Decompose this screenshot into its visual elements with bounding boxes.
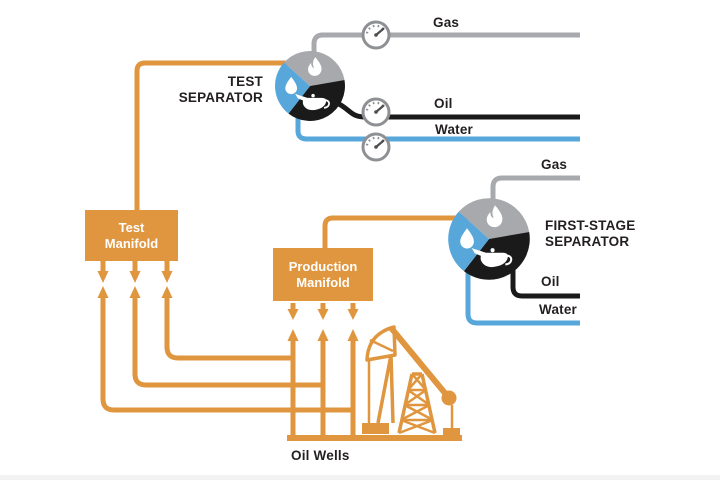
- first-stage-gas-line: [490, 175, 580, 212]
- test-gas-line: [311, 32, 580, 80]
- production-manifold-feed-pipe: [322, 215, 468, 250]
- first-stage-water-label: Water: [539, 302, 578, 317]
- test-oil-label: Oil: [434, 96, 453, 111]
- test-manifold-feed-pipe: [134, 60, 290, 212]
- gas-pressure-gauge-icon: [361, 20, 391, 50]
- counterweight: [441, 390, 457, 406]
- first-stage-separator-label: FIRST-STAGE SEPARATOR: [545, 218, 636, 249]
- test-manifold-valve-arrows: [97, 261, 173, 298]
- production-manifold-valve-arrows: [287, 303, 359, 341]
- test-gas-label: Gas: [433, 15, 460, 30]
- well-line-to-test-manifold-right: [164, 298, 291, 361]
- test-separator-icon: [274, 50, 346, 122]
- oil-pumpjack-icon: [362, 325, 460, 439]
- test-separator-label: TEST SEPARATOR: [178, 74, 263, 105]
- first-stage-oil-line: [510, 266, 580, 299]
- test-water-line: [295, 110, 580, 142]
- first-stage-separator-icon: [447, 197, 531, 281]
- image-bottom-edge: [0, 475, 720, 480]
- walking-beam: [389, 326, 452, 401]
- first-stage-separator-lines: [465, 175, 580, 326]
- test-water-label: Water: [435, 122, 474, 137]
- test-manifold-box: Test Manifold: [85, 210, 178, 261]
- orange-pipe-network: [97, 60, 468, 441]
- well-line-to-test-manifold-left: [100, 298, 351, 413]
- first-stage-gas-label: Gas: [541, 157, 568, 172]
- oil-wells-label: Oil Wells: [291, 448, 350, 463]
- horsehead: [365, 325, 397, 362]
- water-pressure-gauge-icon: [361, 132, 391, 162]
- well-line-to-test-manifold-middle: [132, 298, 321, 388]
- first-stage-water-line: [465, 270, 580, 326]
- oil-pressure-gauge-icon: [361, 97, 391, 127]
- first-stage-oil-label: Oil: [541, 274, 560, 289]
- sampson-post: [376, 354, 395, 424]
- production-manifold-box: Production Manifold: [273, 248, 373, 301]
